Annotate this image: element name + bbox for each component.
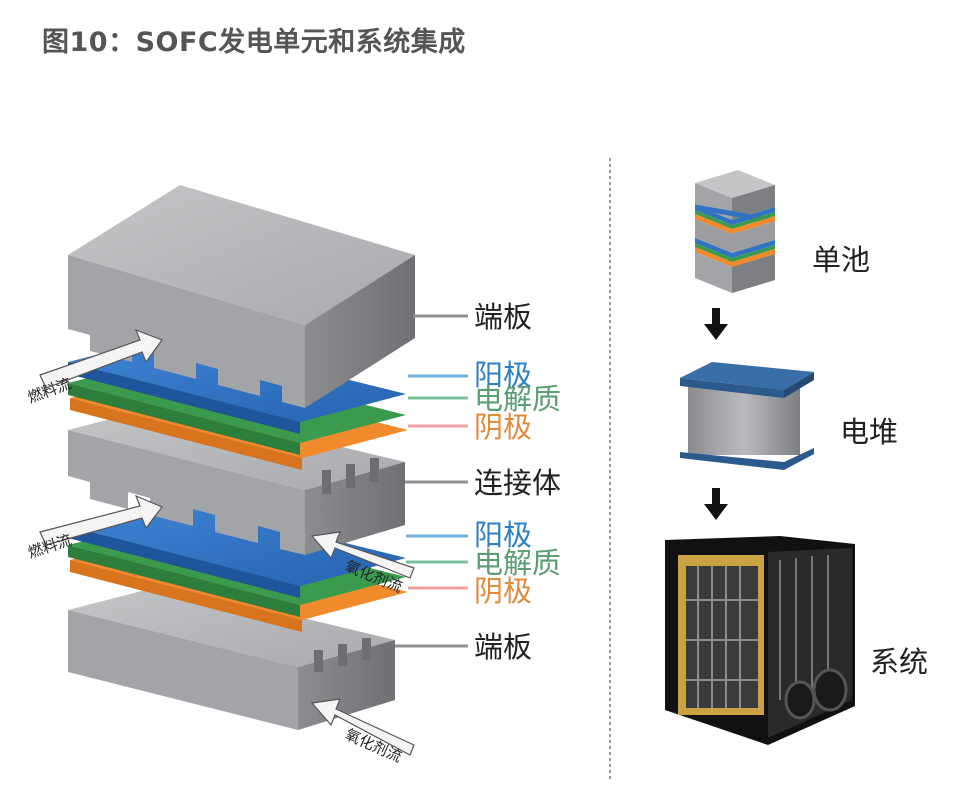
oxidant-arrow-2: [310, 698, 415, 756]
label-stack: 电堆: [840, 415, 898, 449]
down-arrow-2: [704, 488, 728, 520]
cell-icon: [695, 170, 775, 293]
stack-icon: [680, 362, 814, 470]
fuel-arrow-2: [39, 494, 163, 546]
label-cell: 单池: [812, 243, 870, 277]
down-arrow-1: [704, 308, 728, 340]
anode-layer-2: [68, 500, 406, 598]
label-end-plate-bottom: 端板: [474, 630, 532, 664]
fuel-arrow-1: [39, 328, 163, 389]
leader-lines: [395, 314, 468, 648]
label-interconnect: 连接体: [474, 466, 561, 500]
label-anode-1: 阳极: [474, 358, 532, 392]
label-cathode-1: 阴极: [474, 410, 532, 444]
end-plate-top: [68, 185, 415, 408]
label-anode-2: 阳极: [474, 518, 532, 552]
label-end-plate-top: 端板: [474, 300, 532, 334]
figure-title: 图10：SOFC发电单元和系统集成: [42, 27, 466, 58]
system-icon: [665, 536, 855, 745]
label-cathode-2: 阴极: [474, 574, 532, 608]
label-electrolyte-1: 电解质: [474, 382, 561, 416]
label-system: 系统: [870, 645, 928, 679]
oxidant-arrow-1: [310, 531, 415, 579]
label-electrolyte-2: 电解质: [474, 546, 561, 580]
